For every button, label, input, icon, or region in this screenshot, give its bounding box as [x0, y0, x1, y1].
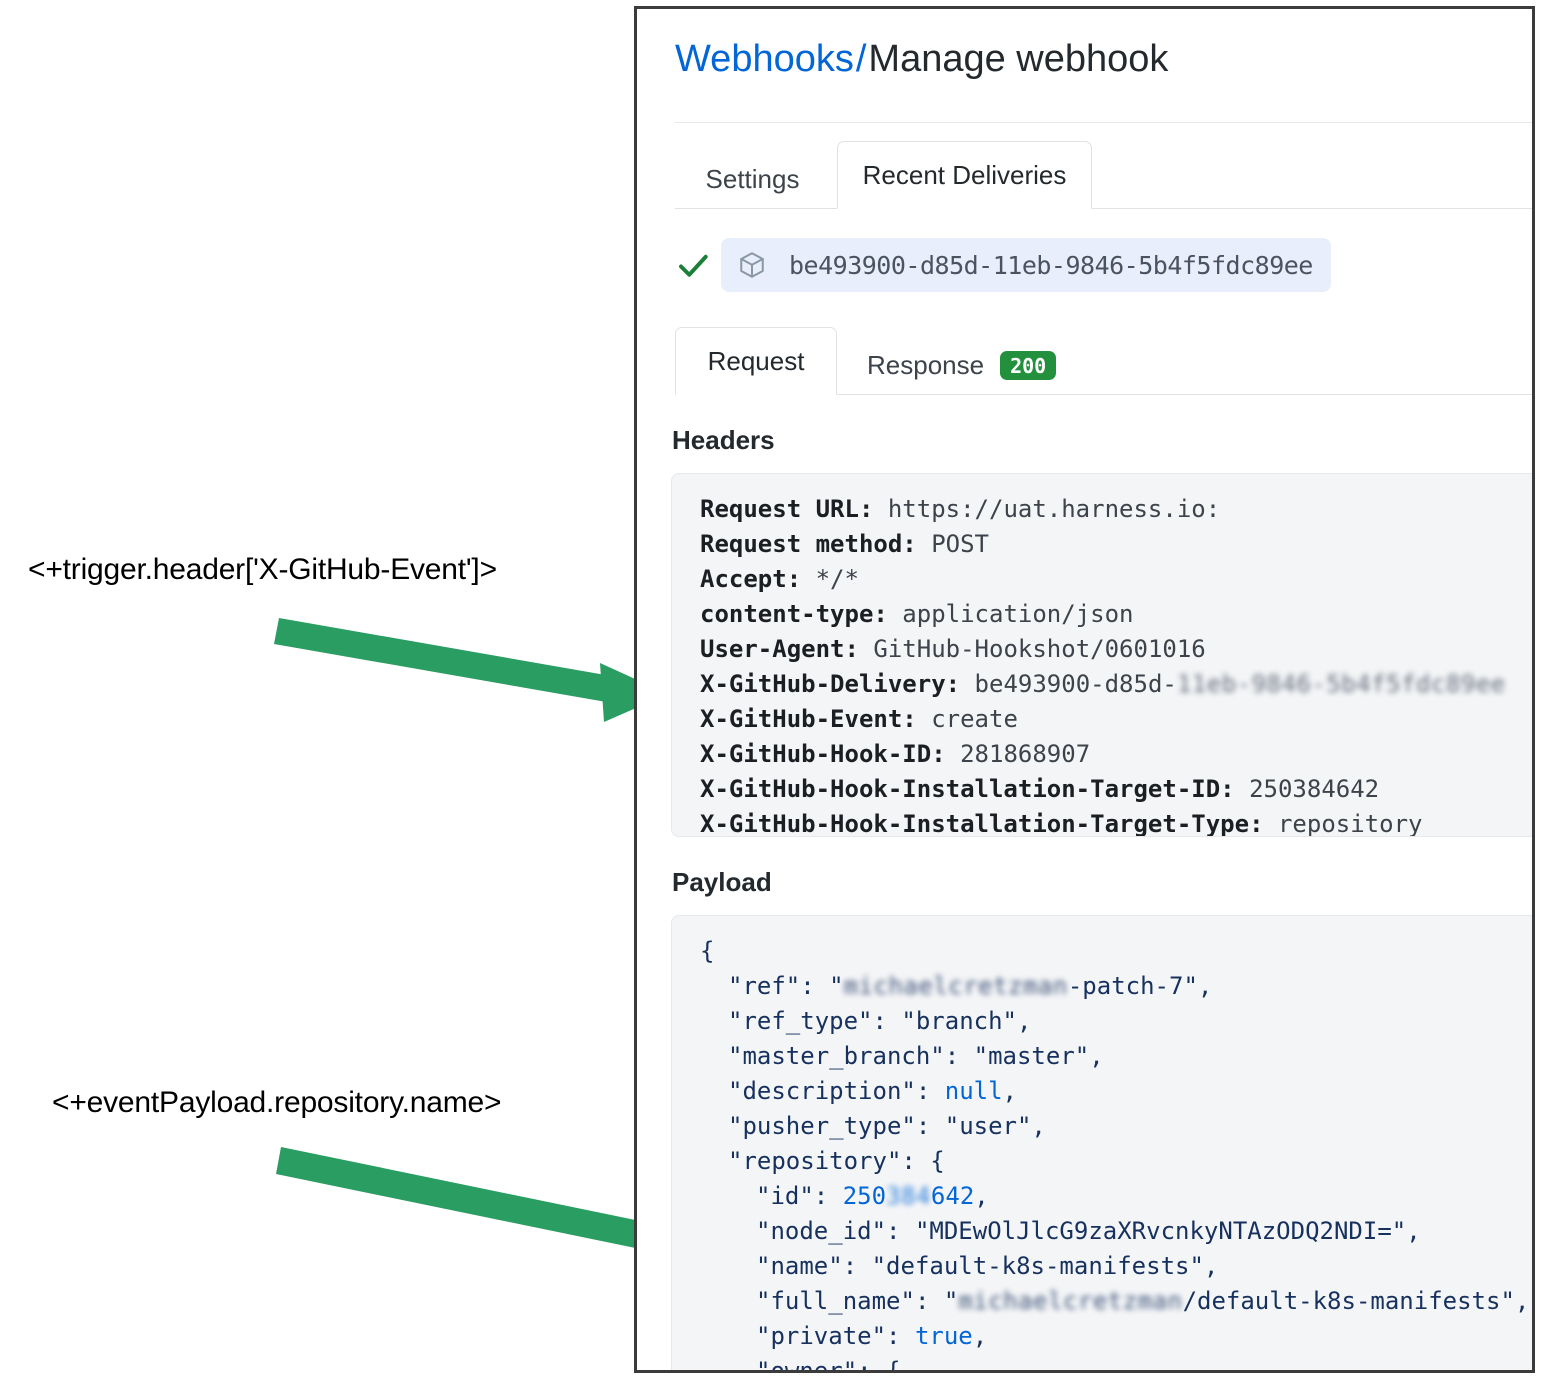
payload-section-label: Payload	[672, 867, 772, 897]
header-key: X-GitHub-Hook-Installation-Target-ID:	[700, 775, 1235, 803]
header-value: */*	[815, 565, 859, 593]
headers-code-box: Request URL: https://uat.harness.io: Req…	[671, 473, 1532, 837]
breadcrumb-link-webhooks[interactable]: Webhooks	[675, 38, 854, 80]
delivery-id-chip[interactable]: be493900-d85d-11eb-9846-5b4f5fdc89ee	[721, 238, 1331, 292]
payload-line: "description": null,	[728, 1077, 1017, 1105]
header-line: X-GitHub-Hook-Installation-Target-ID: 25…	[700, 772, 1532, 807]
status-badge: 200	[1000, 350, 1057, 380]
header-value: repository	[1277, 810, 1423, 837]
check-icon	[675, 247, 711, 283]
github-webhook-panel: Webhooks/Manage webhook Settings Recent …	[634, 6, 1535, 1373]
annotation-trigger-header: <+trigger.header['X-GitHub-Event']>	[28, 553, 497, 586]
tab-request[interactable]: Request	[675, 327, 837, 395]
inner-tabstrip-underline	[675, 394, 1532, 395]
page-title: Manage webhook	[868, 38, 1169, 80]
breadcrumb-separator: /	[855, 38, 867, 80]
tab-response[interactable]: Response 200	[843, 335, 1133, 395]
header-line: content-type: application/json	[700, 597, 1532, 632]
header-line: X-GitHub-Hook-ID: 281868907	[700, 737, 1532, 772]
payload-line: "id": 250384642,	[756, 1182, 989, 1210]
arrow-trigger-header-icon	[274, 618, 668, 722]
tabstrip-primary: Settings Recent Deliveries	[675, 141, 1532, 209]
delivery-row[interactable]: be493900-d85d-11eb-9846-5b4f5fdc89ee	[675, 237, 1331, 293]
header-key: content-type:	[700, 600, 888, 628]
header-line: X-GitHub-Event: create	[700, 702, 1532, 737]
header-line: X-GitHub-Delivery: be493900-d85d-11eb-98…	[700, 667, 1532, 702]
header-value: GitHub-Hookshot/0601016	[873, 635, 1206, 663]
payload-line: "full_name": "michaelcretzman/default-k8…	[756, 1287, 1530, 1315]
annotation-event-payload: <+eventPayload.repository.name>	[52, 1086, 502, 1119]
header-key: X-GitHub-Delivery:	[700, 670, 961, 698]
header-value: be493900-d85d-	[974, 670, 1177, 698]
header-value: 281868907	[960, 740, 1091, 768]
header-key: X-GitHub-Hook-Installation-Target-Type:	[700, 810, 1264, 837]
tabstrip-request-response: Request Response 200	[675, 327, 1532, 395]
tabstrip-underline	[675, 208, 1532, 209]
payload-line: "owner": {	[756, 1357, 901, 1373]
payload-line: "ref": "michaelcretzman-patch-7",	[728, 972, 1213, 1000]
header-value: https://uat.harness.io:	[887, 495, 1221, 523]
package-icon	[737, 250, 767, 280]
header-divider	[675, 122, 1532, 123]
header-key: Accept:	[700, 565, 802, 593]
header-key: Request URL:	[700, 495, 874, 523]
payload-code-box: { "ref": "michaelcretzman-patch-7", "ref…	[671, 915, 1532, 1373]
headers-section-label: Headers	[672, 425, 775, 455]
payload-line: "pusher_type": "user",	[728, 1112, 1046, 1140]
payload-line: "node_id": "MDEwOlJlcG9zaXRvcnkyNTAzODQ2…	[756, 1217, 1421, 1245]
header-key: X-GitHub-Event:	[700, 705, 917, 733]
header-line: X-GitHub-Hook-Installation-Target-Type: …	[700, 807, 1532, 837]
payload-line: "ref_type": "branch",	[728, 1007, 1032, 1035]
header-line: Request URL: https://uat.harness.io:	[700, 492, 1532, 527]
payload-line: {	[700, 937, 715, 965]
header-value: POST	[931, 530, 989, 558]
header-value: create	[931, 705, 1018, 733]
breadcrumb: Webhooks/Manage webhook	[637, 9, 1532, 81]
header-line: Request method: POST	[700, 527, 1532, 562]
redacted-delivery-uuid: 11eb-9846-5b4f5fdc89ee	[1176, 670, 1506, 698]
header-value: application/json	[902, 600, 1134, 628]
header-key: User-Agent:	[700, 635, 859, 663]
header-line: User-Agent: GitHub-Hookshot/0601016	[700, 632, 1532, 667]
header-value: 250384642	[1249, 775, 1380, 803]
delivery-id-text: be493900-d85d-11eb-9846-5b4f5fdc89ee	[789, 250, 1313, 280]
payload-line: "private": true,	[756, 1322, 988, 1350]
tab-settings[interactable]: Settings	[705, 163, 800, 194]
tab-recent-deliveries[interactable]: Recent Deliveries	[837, 141, 1092, 209]
payload-line: "name": "default-k8s-manifests",	[756, 1252, 1219, 1280]
payload-line: "repository": {	[728, 1147, 945, 1175]
payload-line: "master_branch": "master",	[728, 1042, 1104, 1070]
tab-response-label: Response	[867, 349, 985, 380]
header-key: X-GitHub-Hook-ID:	[700, 740, 946, 768]
header-line: Accept: */*	[700, 562, 1532, 597]
header-key: Request method:	[700, 530, 917, 558]
